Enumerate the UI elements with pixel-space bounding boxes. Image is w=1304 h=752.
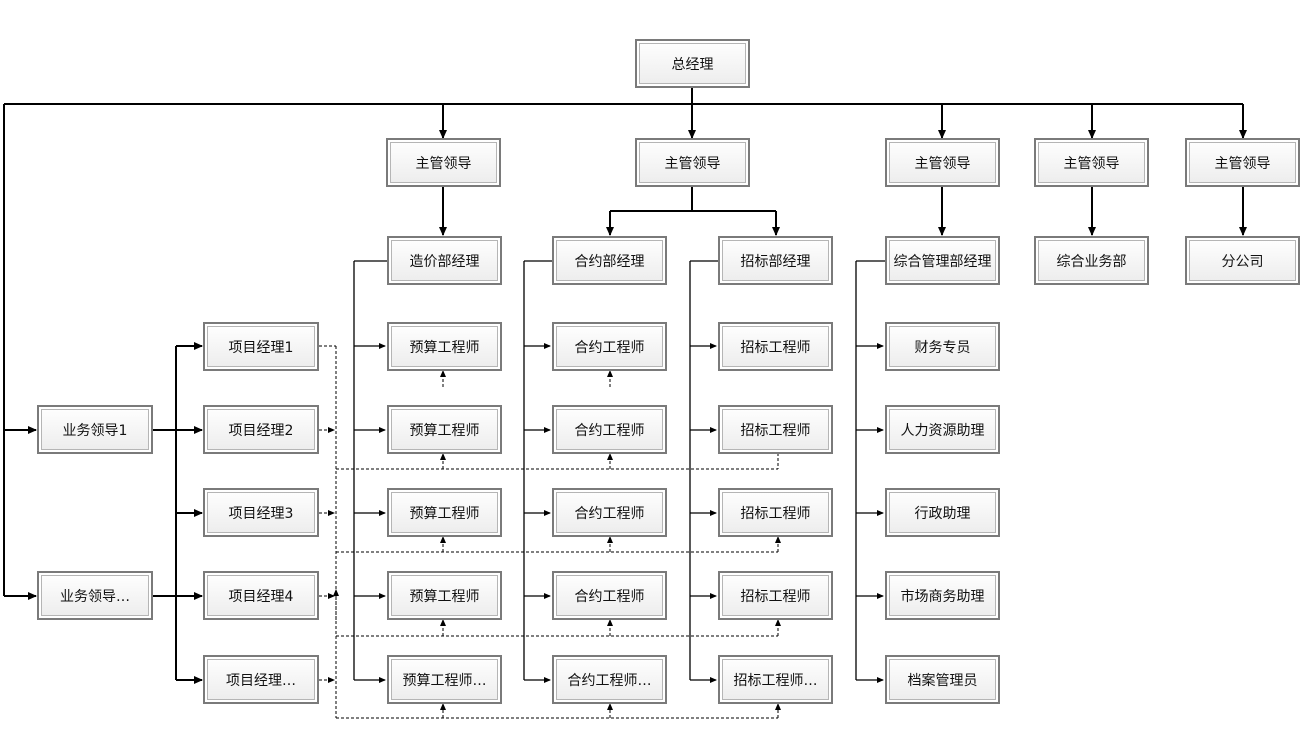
contract-engineer-box: 合约工程师 [552, 571, 667, 620]
business-leader-box: 业务领导… [37, 571, 153, 620]
cost-manager-box: 造价部经理 [387, 236, 502, 285]
project-manager-box: 项目经理… [203, 655, 319, 704]
budget-engineer-box: 预算工程师… [387, 655, 502, 704]
contract-manager-box: 合约部经理 [552, 236, 667, 285]
supervisor-box: 主管领导 [1185, 138, 1300, 187]
admin-staff-box: 市场商务助理 [885, 571, 1000, 620]
project-manager-box: 项目经理3 [203, 488, 319, 537]
ceo-box: 总经理 [635, 39, 750, 88]
bidding-engineer-box: 招标工程师… [718, 655, 833, 704]
business-dept-box: 综合业务部 [1034, 236, 1149, 285]
budget-engineer-box: 预算工程师 [387, 488, 502, 537]
contract-engineer-box: 合约工程师 [552, 405, 667, 454]
project-manager-box: 项目经理4 [203, 571, 319, 620]
bidding-manager-box: 招标部经理 [718, 236, 833, 285]
supervisor-box: 主管领导 [386, 138, 501, 187]
business-leader-box: 业务领导1 [37, 405, 153, 454]
budget-engineer-box: 预算工程师 [387, 571, 502, 620]
bidding-engineer-box: 招标工程师 [718, 571, 833, 620]
contract-engineer-box: 合约工程师… [552, 655, 667, 704]
supervisor-box: 主管领导 [885, 138, 1000, 187]
bidding-engineer-box: 招标工程师 [718, 322, 833, 371]
project-manager-box: 项目经理2 [203, 405, 319, 454]
budget-engineer-box: 预算工程师 [387, 405, 502, 454]
admin-staff-box: 人力资源助理 [885, 405, 1000, 454]
bidding-engineer-box: 招标工程师 [718, 405, 833, 454]
supervisor-box: 主管领导 [1034, 138, 1149, 187]
contract-engineer-box: 合约工程师 [552, 322, 667, 371]
bidding-engineer-box: 招标工程师 [718, 488, 833, 537]
admin-manager-box: 综合管理部经理 [885, 236, 1000, 285]
admin-staff-box: 档案管理员 [885, 655, 1000, 704]
budget-engineer-box: 预算工程师 [387, 322, 502, 371]
contract-engineer-box: 合约工程师 [552, 488, 667, 537]
admin-staff-box: 行政助理 [885, 488, 1000, 537]
admin-staff-box: 财务专员 [885, 322, 1000, 371]
project-manager-box: 项目经理1 [203, 322, 319, 371]
branch-box: 分公司 [1185, 236, 1300, 285]
supervisor-box: 主管领导 [635, 138, 750, 187]
